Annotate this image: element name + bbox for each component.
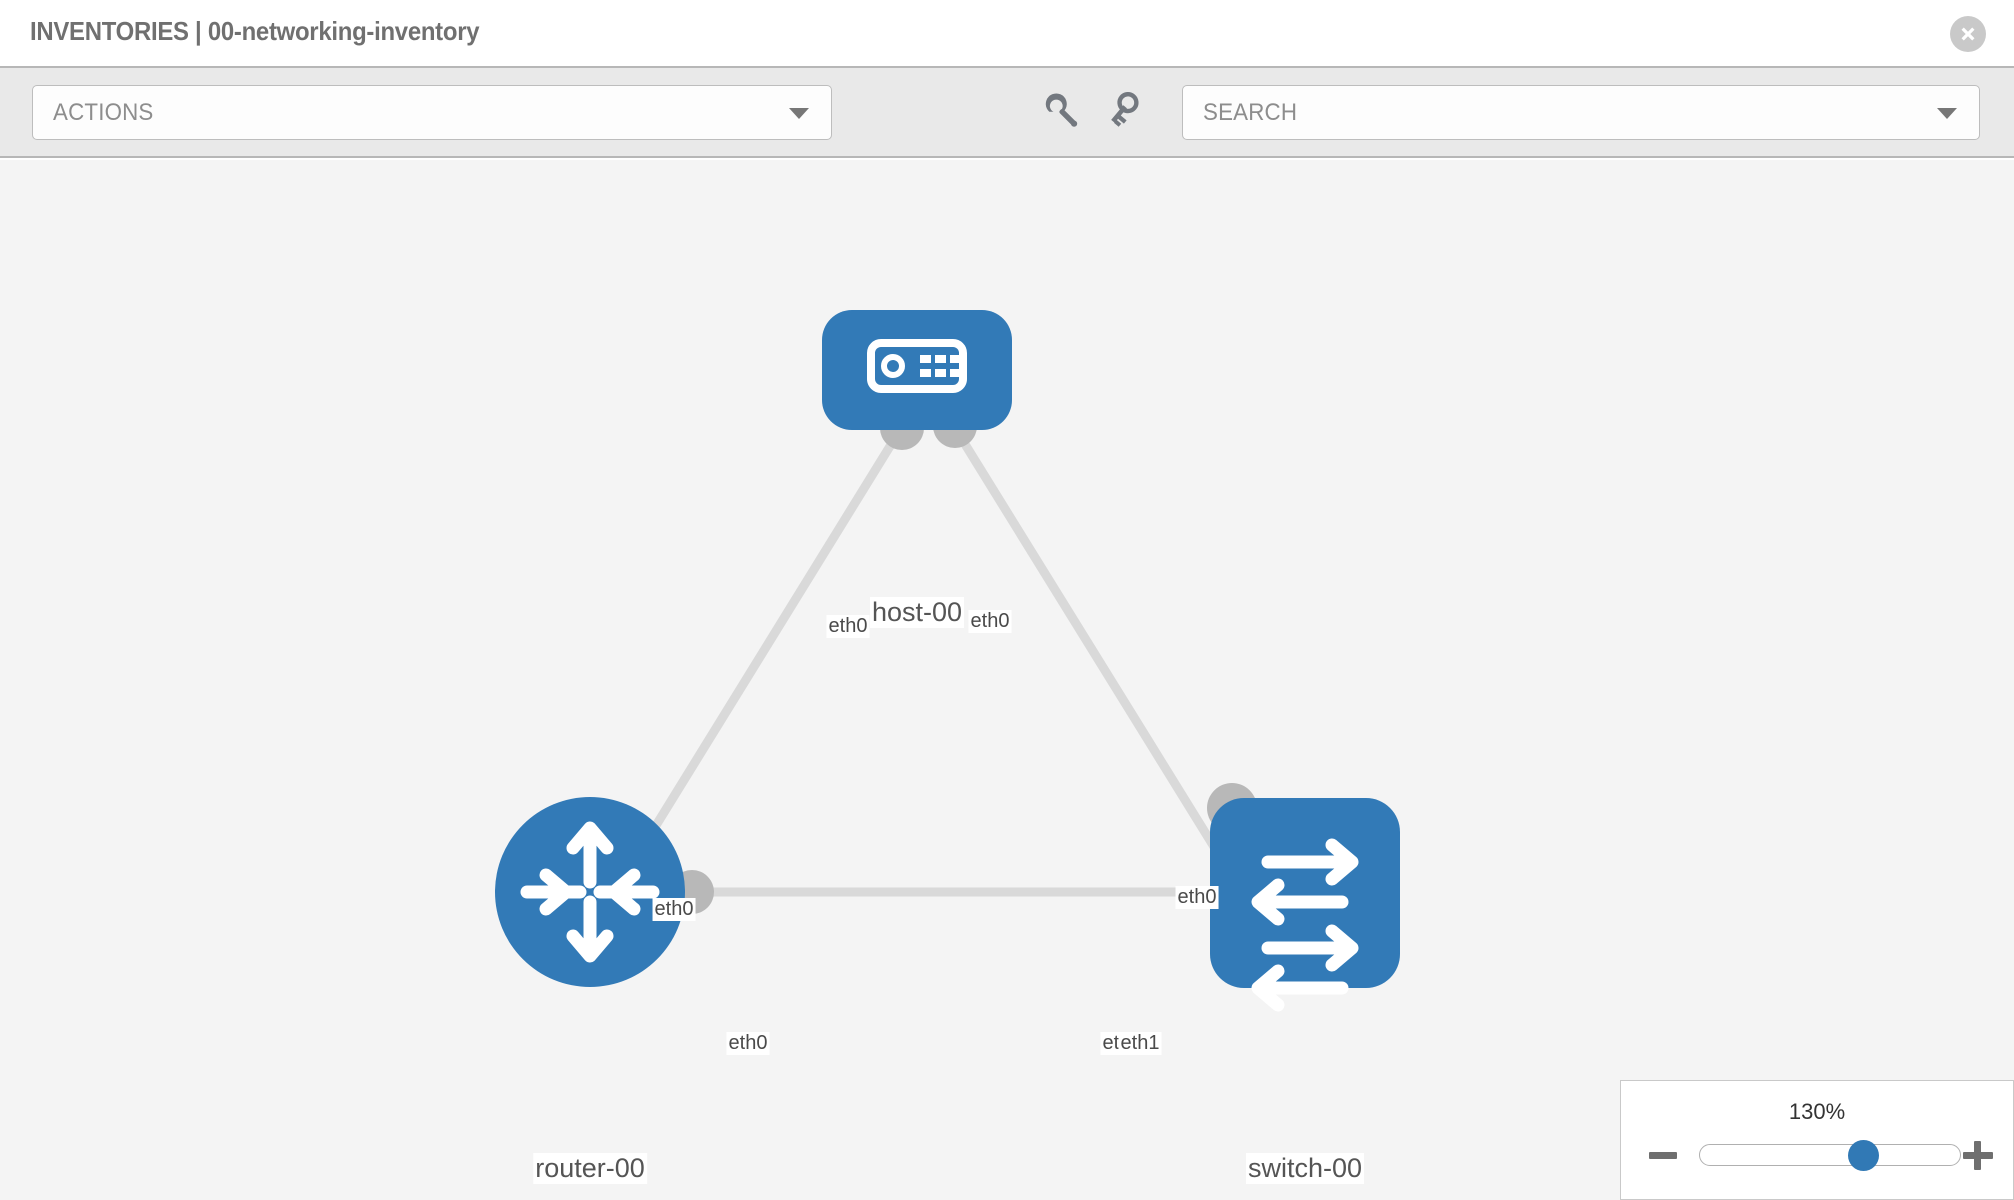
node-label-host: host-00 xyxy=(869,597,965,628)
zoom-level-value: 130% xyxy=(1788,1099,1846,1124)
switch-arrows-icon xyxy=(1251,838,1359,1012)
close-icon[interactable] xyxy=(1950,16,1986,52)
page-header: INVENTORIES | 00-networking-inventory xyxy=(0,0,2014,68)
interface-label: eth1 xyxy=(1118,1032,1162,1055)
page-title: INVENTORIES | 00-networking-inventory xyxy=(30,16,480,46)
key-icon[interactable] xyxy=(1108,90,1154,136)
topology-links xyxy=(606,425,1254,908)
actions-dropdown[interactable]: ACTIONS xyxy=(32,85,832,140)
zoom-slider-thumb[interactable] xyxy=(1848,1140,1879,1171)
interface-label: eth0 xyxy=(652,898,696,921)
server-icon xyxy=(867,339,967,393)
search-placeholder: SEARCH xyxy=(1203,99,1298,126)
actions-dropdown-label: ACTIONS xyxy=(53,99,154,126)
search-input[interactable]: SEARCH xyxy=(1182,85,1980,140)
topology-graph xyxy=(495,310,1400,1012)
node-host-00[interactable] xyxy=(822,310,1012,430)
interface-label: eth0 xyxy=(726,1032,770,1055)
interface-label: eth0 xyxy=(1175,886,1219,909)
zoom-slider[interactable] xyxy=(1699,1140,1961,1171)
link-host-router[interactable] xyxy=(606,427,904,903)
zoom-out-button[interactable] xyxy=(1647,1133,1681,1177)
minus-icon xyxy=(1649,1152,1677,1159)
plus-icon-vertical xyxy=(1974,1141,1981,1170)
zoom-in-button[interactable] xyxy=(1961,1133,1995,1177)
interface-label: eth0 xyxy=(826,615,870,638)
node-label-switch: switch-00 xyxy=(1245,1153,1365,1184)
node-router-00[interactable] xyxy=(495,797,685,987)
chevron-down-icon xyxy=(789,107,809,119)
node-label-router: router-00 xyxy=(533,1153,647,1184)
wrench-icon[interactable] xyxy=(1040,90,1086,136)
toolbar: ACTIONS xyxy=(0,68,2014,158)
topology-canvas[interactable]: eth0 eth0 eth0 eth0 eth0 eth0 eth1 host-… xyxy=(0,160,2014,1200)
zoom-control-panel: 130% xyxy=(1620,1080,2014,1200)
chevron-down-icon xyxy=(1937,107,1957,119)
router-arrows-icon xyxy=(520,821,660,963)
node-switch-00[interactable] xyxy=(1210,798,1400,1012)
link-host-switch[interactable] xyxy=(951,425,1254,908)
interface-label: eth0 xyxy=(968,610,1012,633)
